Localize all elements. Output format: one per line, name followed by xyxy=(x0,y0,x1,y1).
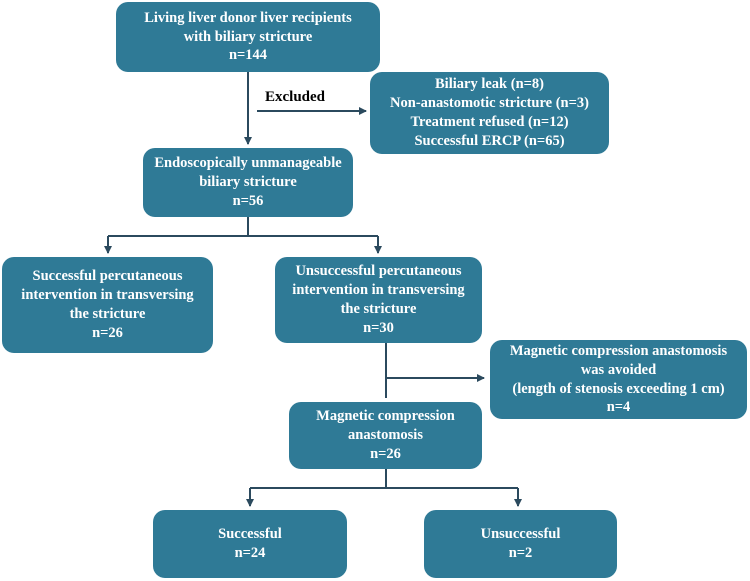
successful-label: Successful xyxy=(218,526,282,543)
percutaneous-fail-box: Unsuccessful percutaneous intervention i… xyxy=(275,257,482,343)
mca-avoided-count: n=4 xyxy=(606,399,631,416)
percutaneous-success-line-3: the stricture xyxy=(69,306,146,322)
recipients-line-1: Living liver donor liver recipients xyxy=(144,9,352,26)
mca-line-1: Magnetic compression xyxy=(316,408,455,425)
unsuccessful-count: n=2 xyxy=(508,545,533,561)
percutaneous-fail-line-2: intervention in transversing xyxy=(292,282,465,299)
excluded-line-2: Non-anastomotic stricture (n=3) xyxy=(390,95,589,112)
percutaneous-success-box: Successful percutaneous intervention in … xyxy=(2,257,213,353)
mca-avoided-line-1: Magnetic compression anastomosis xyxy=(509,342,728,359)
recipients-line-2: with biliary stricture xyxy=(183,28,313,45)
recipients-box: Living liver donor liver recipients with… xyxy=(116,2,380,72)
unsuccessful-box: Unsuccessful n=2 xyxy=(424,510,617,578)
successful-box: Successful n=24 xyxy=(153,510,347,578)
percutaneous-success-line-1: Successful percutaneous xyxy=(32,268,183,285)
mca-count: n=26 xyxy=(370,445,401,462)
endoscopic-count: n=56 xyxy=(232,192,264,209)
excluded-line-1: Biliary leak (n=8) xyxy=(435,76,544,93)
endoscopic-line-2: biliary stricture xyxy=(199,174,297,191)
percutaneous-success-count: n=26 xyxy=(92,324,123,341)
mca-avoided-line-2: was avoided xyxy=(580,361,657,378)
mca-avoided-line-3: (length of stenosis exceeding 1 cm) xyxy=(512,380,725,397)
excluded-label: Excluded xyxy=(265,89,326,105)
excluded-line-3: Treatment refused (n=12) xyxy=(410,114,569,130)
excluded-line-4: Successful ERCP (n=65) xyxy=(414,132,565,149)
endoscopic-box: Endoscopically unmanageable biliary stri… xyxy=(143,148,353,217)
mca-line-2: anastomosis xyxy=(348,427,423,444)
percutaneous-fail-line-1: Unsuccessful percutaneous xyxy=(295,263,462,280)
successful-count: n=24 xyxy=(234,545,266,561)
unsuccessful-label: Unsuccessful xyxy=(480,526,561,543)
excluded-box: Biliary leak (n=8) Non-anastomotic stric… xyxy=(370,72,609,154)
mca-box: Magnetic compression anastomosis n=26 xyxy=(289,402,482,469)
endoscopic-line-1: Endoscopically unmanageable xyxy=(154,155,342,172)
mca-avoided-box: Magnetic compression anastomosis was avo… xyxy=(490,340,747,419)
recipients-count: n=144 xyxy=(228,47,268,64)
percutaneous-fail-line-3: the stricture xyxy=(340,301,417,317)
percutaneous-success-line-2: intervention in transversing xyxy=(21,287,194,304)
percutaneous-fail-count: n=30 xyxy=(363,319,394,336)
